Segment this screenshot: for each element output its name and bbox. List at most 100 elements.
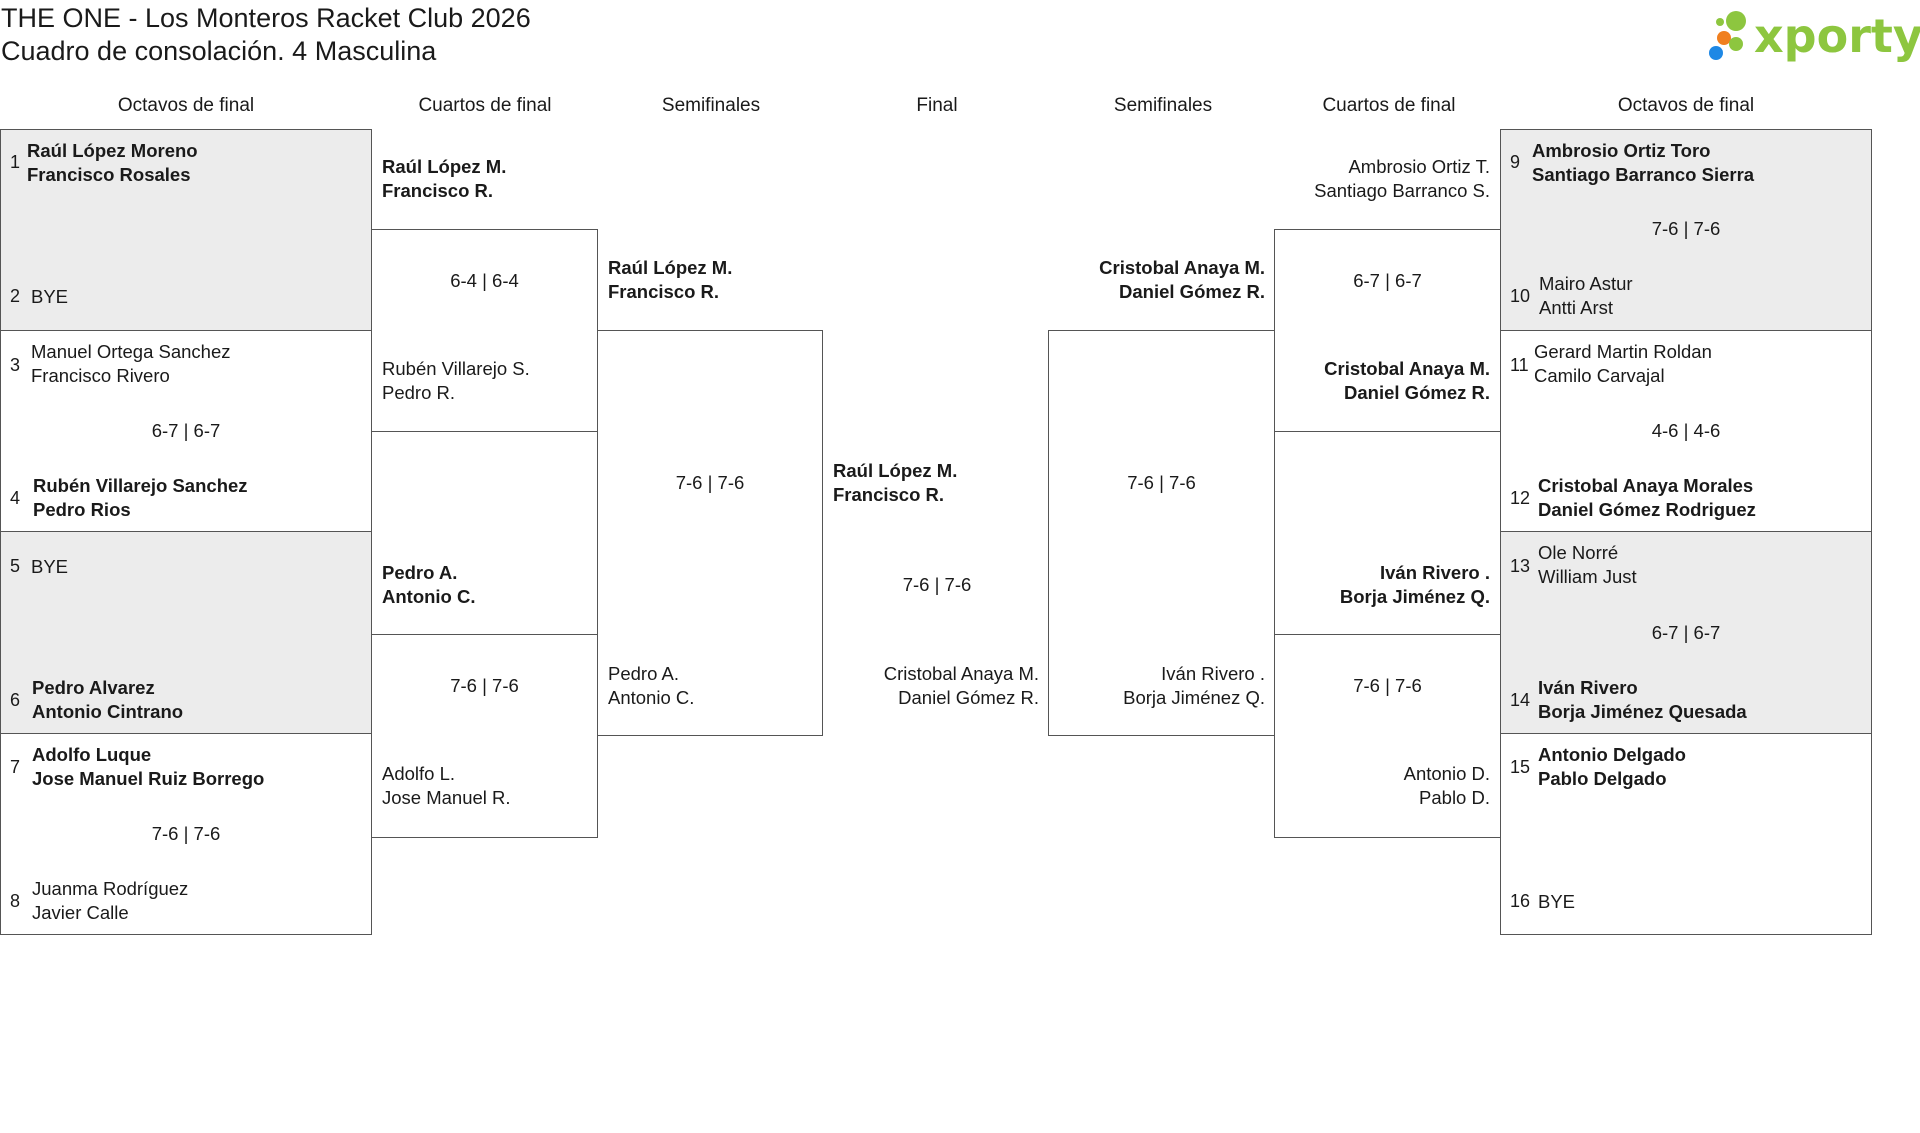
match-score: 7-6 | 7-6 <box>902 574 972 595</box>
round-header-final: Final <box>916 95 958 116</box>
seed-number: 11 <box>1510 355 1529 375</box>
team-r16-left-4-bottom: Juanma Rodríguez Javier Calle <box>32 877 188 924</box>
player-name: Francisco R. <box>833 483 945 505</box>
seed-number: 5 <box>10 556 21 576</box>
player-name: Iván Rivero . <box>1379 562 1490 583</box>
team-r16-right-2-bottom: Cristobal Anaya Morales Daniel Gómez Rod… <box>1538 474 1756 521</box>
player-name: Jose Manuel Ruiz Borrego <box>32 767 265 789</box>
player-name: Antonio C. <box>608 686 695 708</box>
seed-number: 12 <box>1510 488 1531 508</box>
match-box-r16-right-4 <box>1500 733 1872 935</box>
team-qf-right-1-bottom: Cristobal Anaya M. Daniel Gómez R. <box>1276 357 1490 404</box>
player-name: Pedro A. <box>608 663 679 684</box>
player-name: Borja Jiménez Q. <box>1123 686 1265 708</box>
player-name: Pedro Rios <box>33 498 131 520</box>
team-sf-left-bottom: Pedro A. Antonio C. <box>608 662 694 709</box>
player-name: William Just <box>1538 565 1637 587</box>
match-box-sf-right <box>1048 330 1275 736</box>
player-name: Raúl López M. <box>608 257 733 278</box>
team-qf-right-1-top: Ambrosio Ortiz T. Santiago Barranco S. <box>1276 155 1490 202</box>
match-score: 6-7 | 6-7 <box>1353 270 1422 291</box>
player-name: Antonio C. <box>382 585 476 607</box>
match-score: 7-6 | 7-6 <box>1127 472 1196 493</box>
match-box-sf-left <box>597 330 823 736</box>
team-r16-right-2-top: Gerard Martin Roldan Camilo Carvajal <box>1534 340 1712 387</box>
player-name: Camilo Carvajal <box>1534 364 1665 386</box>
player-name: Raúl López M. <box>833 460 958 481</box>
round-header-left-qf: Cuartos de final <box>418 95 552 116</box>
player-name: Daniel Gómez R. <box>1344 381 1490 403</box>
player-name: Pablo Delgado <box>1538 767 1667 789</box>
match-score: 7-6 | 7-6 <box>675 472 745 493</box>
team-r16-left-2-bottom: Rubén Villarejo Sanchez Pedro Rios <box>33 474 248 521</box>
round-header-left-r16: Octavos de final <box>117 95 255 116</box>
player-name: Iván Rivero <box>1538 677 1638 698</box>
player-name: Raúl López Moreno <box>27 140 198 161</box>
player-name: Francisco Rosales <box>27 163 191 185</box>
player-name: Ole Norré <box>1538 542 1619 563</box>
team-qf-right-2-bottom: Antonio D. Pablo D. <box>1276 762 1490 809</box>
player-name: Antonio Delgado <box>1538 744 1686 765</box>
player-name: Juanma Rodríguez <box>32 878 189 899</box>
seed-number: 14 <box>1510 690 1531 710</box>
player-name: Raúl López M. <box>382 156 507 177</box>
player-name: Rubén Villarejo Sanchez <box>33 475 248 496</box>
seed-number: 4 <box>10 488 21 508</box>
team-final-top: Raúl López M. Francisco R. <box>833 459 957 506</box>
team-qf-right-2-top: Iván Rivero . Borja Jiménez Q. <box>1276 561 1490 608</box>
round-header-right-qf: Cuartos de final <box>1322 95 1456 116</box>
player-name: Cristobal Anaya Morales <box>1538 475 1754 496</box>
page-title: THE ONE - Los Monteros Racket Club 2026 <box>1 3 531 33</box>
team-r16-left-4-top: Adolfo Luque Jose Manuel Ruiz Borrego <box>32 743 264 790</box>
team-r16-right-4-top: Antonio Delgado Pablo Delgado <box>1538 743 1686 790</box>
player-name: Ambrosio Ortiz Toro <box>1532 140 1711 161</box>
player-name: Adolfo L. <box>382 763 456 784</box>
seed-number: 2 <box>10 286 21 306</box>
player-name: Cristobal Anaya M. <box>1324 358 1490 379</box>
match-score: 7-6 | 7-6 <box>151 823 221 844</box>
team-r16-left-1-bottom: BYE <box>31 286 69 307</box>
match-score: 6-7 | 6-7 <box>1651 622 1721 643</box>
seed-number: 6 <box>10 690 21 710</box>
team-final-bottom: Cristobal Anaya M. Daniel Gómez R. <box>823 662 1039 709</box>
team-qf-left-1-bottom: Rubén Villarejo S. Pedro R. <box>382 357 530 404</box>
team-r16-left-3-bottom: Pedro Alvarez Antonio Cintrano <box>32 676 183 723</box>
logo-text: xporty <box>1754 9 1920 63</box>
player-name: Ambrosio Ortiz T. <box>1348 156 1490 177</box>
team-r16-right-1-bottom: Mairo Astur Antti Arst <box>1539 272 1633 319</box>
player-name: Jose Manuel R. <box>382 786 511 808</box>
team-qf-left-2-bottom: Adolfo L. Jose Manuel R. <box>382 762 511 809</box>
team-sf-right-top: Cristobal Anaya M. Daniel Gómez R. <box>1050 256 1265 303</box>
player-name: Santiago Barranco Sierra <box>1532 163 1755 185</box>
match-box-r16-left-1 <box>0 129 372 331</box>
page-subtitle: Cuadro de consolación. 4 Masculina <box>1 36 437 66</box>
player-name: Javier Calle <box>32 901 129 923</box>
player-name: Daniel Gómez R. <box>898 686 1039 708</box>
match-box-r16-left-3 <box>0 531 372 734</box>
player-name: Antonio D. <box>1403 763 1490 784</box>
player-name: Pedro R. <box>382 381 456 403</box>
team-sf-right-bottom: Iván Rivero . Borja Jiménez Q. <box>1050 662 1265 709</box>
seed-number: 3 <box>10 355 21 375</box>
seed-number: 8 <box>10 891 21 911</box>
seed-number: 16 <box>1510 891 1531 911</box>
xporty-logo-icon: xporty <box>1709 9 1920 63</box>
player-name: Mairo Astur <box>1539 273 1633 294</box>
round-header-left-sf: Semifinales <box>661 95 761 116</box>
match-score: 7-6 | 7-6 <box>1651 218 1721 239</box>
team-qf-left-1-top: Raúl López M. Francisco R. <box>382 155 506 202</box>
seed-number: 13 <box>1510 556 1531 576</box>
round-header-right-r16: Octavos de final <box>1617 95 1755 116</box>
team-r16-left-2-top: Manuel Ortega Sanchez Francisco Rivero <box>31 340 231 387</box>
player-name: Iván Rivero . <box>1161 663 1265 684</box>
player-name: Daniel Gómez R. <box>1119 280 1265 302</box>
team-r16-right-3-bottom: Iván Rivero Borja Jiménez Quesada <box>1538 676 1747 723</box>
player-name: Francisco R. <box>382 179 494 201</box>
round-header-right-sf: Semifinales <box>1113 95 1213 116</box>
player-name: Borja Jiménez Q. <box>1339 585 1490 607</box>
team-r16-right-1-top: Ambrosio Ortiz Toro Santiago Barranco Si… <box>1532 139 1754 186</box>
player-name: Pedro Alvarez <box>32 677 155 698</box>
seed-number: 15 <box>1510 757 1531 777</box>
player-name: Francisco R. <box>608 280 720 302</box>
team-sf-left-top: Raúl López M. Francisco R. <box>608 256 732 303</box>
